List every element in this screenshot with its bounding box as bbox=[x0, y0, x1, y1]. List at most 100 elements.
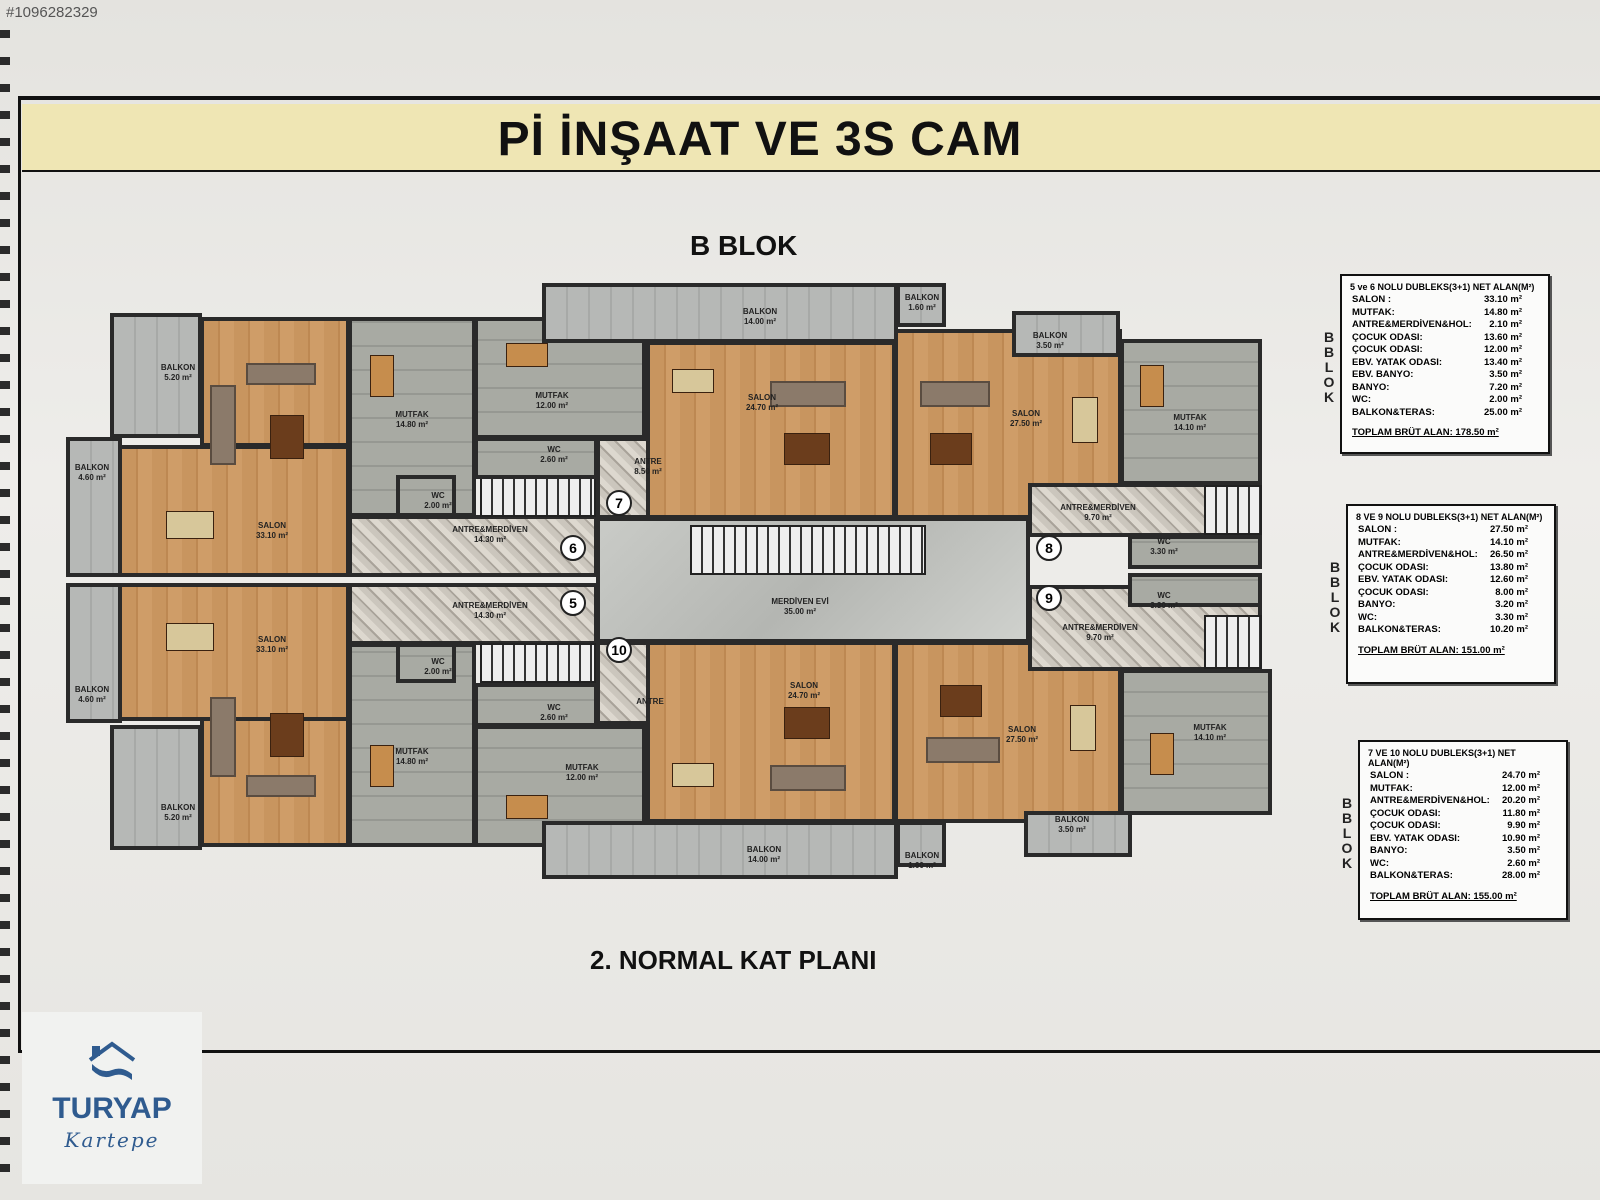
plan-title: 2. NORMAL KAT PLANI bbox=[590, 945, 877, 975]
room-balkon bbox=[110, 725, 202, 850]
kitchen-table bbox=[370, 745, 394, 787]
table-row: EBV. YATAK ODASI:10.90 m² bbox=[1370, 832, 1540, 844]
table-total: TOPLAM BRÜT ALAN: 151.00 m² bbox=[1358, 644, 1505, 656]
table-row: MUTFAK:12.00 m² bbox=[1370, 782, 1540, 794]
unit-number-9: 9 bbox=[1036, 585, 1062, 611]
table-row: SALON :33.10 m² bbox=[1352, 294, 1522, 305]
table-row: ÇOCUK ODASI:13.80 m² bbox=[1358, 561, 1528, 573]
coffee-table bbox=[784, 707, 830, 739]
stairs bbox=[1204, 615, 1262, 669]
sofa bbox=[770, 381, 846, 407]
room-salon bbox=[646, 641, 896, 823]
table-row: WC:2.00 m² bbox=[1352, 394, 1522, 405]
table-row: WC:2.60 m² bbox=[1370, 857, 1540, 869]
room-mutfak bbox=[1120, 669, 1272, 815]
table-row: ÇOCUK ODASI:11.80 m² bbox=[1370, 807, 1540, 819]
coffee-table bbox=[270, 415, 304, 459]
sofa bbox=[920, 381, 990, 407]
table-row: BANYO:3.20 m² bbox=[1358, 599, 1528, 610]
table-row: EBV. BANYO:3.50 m² bbox=[1352, 369, 1522, 380]
table-total: TOPLAM BRÜT ALAN: 178.50 m² bbox=[1352, 427, 1499, 438]
table-row: SALON :27.50 m² bbox=[1358, 524, 1528, 535]
coffee-table bbox=[784, 433, 830, 465]
coffee-table bbox=[930, 433, 972, 465]
dining-table bbox=[672, 369, 714, 393]
kitchen-table bbox=[1140, 365, 1164, 407]
dining-table bbox=[1072, 397, 1098, 443]
room-balkon bbox=[110, 313, 202, 438]
table-row: ANTRE&MERDİVEN&HOL:26.50 m² bbox=[1358, 549, 1528, 560]
kitchen-table bbox=[1150, 733, 1174, 775]
stairs bbox=[690, 525, 926, 575]
unit-number-5: 5 bbox=[560, 590, 586, 616]
stairs bbox=[480, 643, 596, 683]
room-wc bbox=[396, 643, 456, 683]
room-antre-merdiven bbox=[348, 583, 598, 645]
table-row: ÇOCUK ODASI:13.60 m² bbox=[1352, 331, 1522, 343]
unit-number-10: 10 bbox=[606, 637, 632, 663]
label-antre: ANTRE bbox=[636, 697, 664, 706]
room-antre-merdiven bbox=[348, 515, 598, 577]
unit-number-7: 7 bbox=[606, 490, 632, 516]
room-balkon bbox=[1012, 311, 1120, 357]
dining-table bbox=[166, 623, 214, 651]
stairs bbox=[480, 477, 596, 517]
table-total: TOPLAM BRÜT ALAN: 155.00 m² bbox=[1370, 890, 1517, 902]
unit-area-table-8-9: 8 VE 9 NOLU DUBLEKS(3+1) NET ALAN(M²) SA… bbox=[1346, 504, 1556, 684]
project-title: Pİ İNŞAAT VE 3S CAM bbox=[497, 113, 1023, 166]
table-row: BANYO:7.20 m² bbox=[1352, 381, 1522, 393]
room-balkon bbox=[896, 821, 946, 867]
unit-area-table-5-6: 5 ve 6 NOLU DUBLEKS(3+1) NET ALAN(M²) SA… bbox=[1340, 274, 1550, 454]
room-balkon bbox=[1024, 811, 1132, 857]
room-wc bbox=[1128, 573, 1262, 607]
turyap-logo: TURYAP Kartepe bbox=[22, 1012, 202, 1184]
room-salon bbox=[118, 445, 350, 577]
table-row: ANTRE&MERDİVEN&HOL:20.20 m² bbox=[1370, 795, 1540, 806]
table-row: EBV. YATAK ODASI:12.60 m² bbox=[1358, 574, 1528, 585]
room-wc bbox=[1128, 535, 1262, 569]
table-row: ÇOCUK ODASI:8.00 m² bbox=[1358, 586, 1528, 598]
table-row: ÇOCUK ODASI:12.00 m² bbox=[1352, 344, 1522, 355]
title-band bbox=[22, 104, 1600, 172]
table-row: EBV. YATAK ODASI:13.40 m² bbox=[1352, 356, 1522, 368]
sofa bbox=[246, 363, 316, 385]
table-row: ANTRE&MERDİVEN&HOL:2.10 m² bbox=[1352, 319, 1522, 330]
unit-number-8: 8 bbox=[1036, 535, 1062, 561]
room-balkon bbox=[896, 283, 946, 327]
block-title: B BLOK bbox=[690, 230, 798, 261]
sofa bbox=[246, 775, 316, 797]
table-row: MUTFAK:14.10 m² bbox=[1358, 536, 1528, 548]
room-balkon bbox=[542, 821, 898, 879]
sofa bbox=[926, 737, 1000, 763]
room-balkon bbox=[66, 583, 122, 723]
dining-table bbox=[166, 511, 214, 539]
